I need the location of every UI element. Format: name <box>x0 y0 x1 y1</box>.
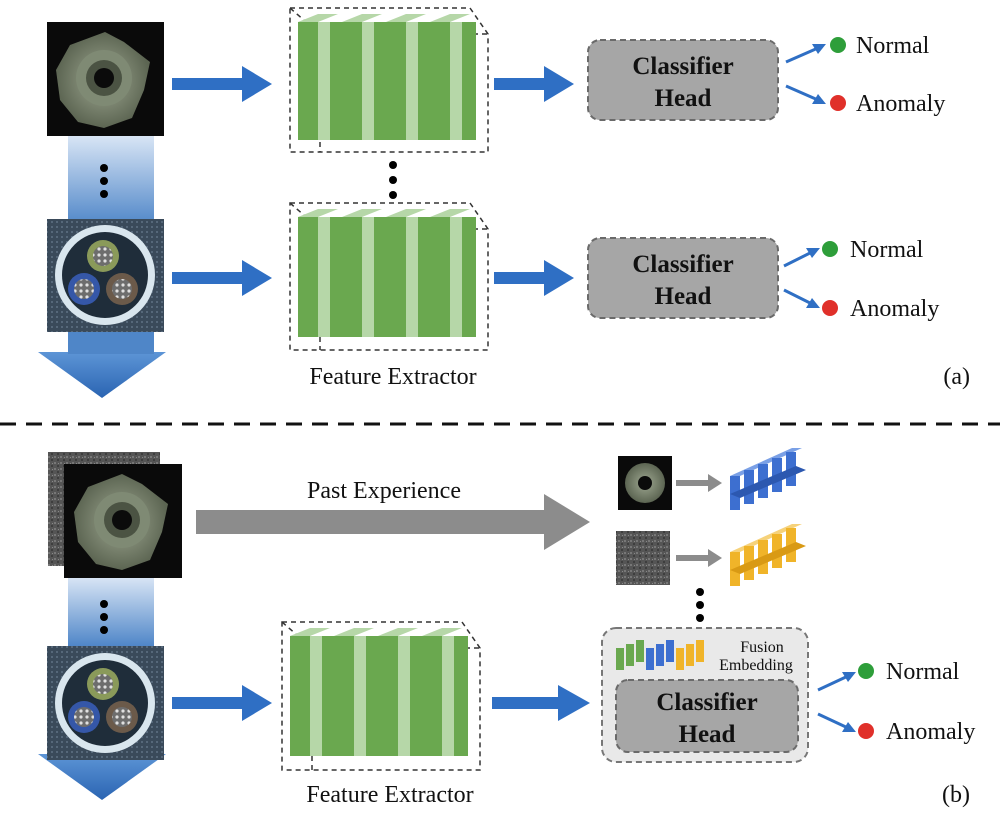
svg-text:Classifier: Classifier <box>632 53 733 80</box>
normal-label: Normal <box>856 33 930 59</box>
svg-text:Classifier: Classifier <box>632 251 733 278</box>
fusion-label-2: Embedding <box>719 657 793 674</box>
output-arrows-2 <box>783 248 820 308</box>
metal-nut-image <box>47 22 164 136</box>
memory-texture-image <box>616 531 670 585</box>
svg-text:Head: Head <box>679 721 736 748</box>
classifier-head-b <box>615 679 799 753</box>
normal-dot <box>858 663 874 679</box>
normal-label: Normal <box>850 237 924 263</box>
memory-arrow-1 <box>676 474 722 492</box>
input-arrow-b <box>172 685 272 721</box>
feature-extractor-label: Feature Extractor <box>306 782 473 808</box>
yellow-embedding-icon <box>730 524 806 586</box>
feature-extractor-1 <box>289 7 489 153</box>
normal-dot <box>822 241 838 257</box>
normal-label: Normal <box>886 659 960 685</box>
panel-tag-a: (a) <box>943 364 970 390</box>
down-progress-arrow <box>38 352 166 398</box>
anomaly-label: Anomaly <box>856 91 945 117</box>
anomaly-dot <box>830 95 846 111</box>
metal-nut-image <box>64 464 182 578</box>
fusion-embedding-icon <box>616 640 704 670</box>
svg-text:Head: Head <box>655 283 712 310</box>
panel-tag-b: (b) <box>942 782 970 808</box>
fusion-classifier-box: Fusion Embedding Classifier Head <box>601 627 809 763</box>
ellipsis-dots <box>389 161 397 199</box>
extractor-to-head-arrow-b <box>492 685 590 721</box>
cable-image <box>47 219 164 332</box>
svg-text:Classifier: Classifier <box>656 689 757 716</box>
memory-nut-image <box>618 456 672 510</box>
normal-dot <box>830 37 846 53</box>
ellipsis-dots <box>100 164 108 198</box>
feature-extractor-2 <box>289 202 489 351</box>
ellipsis-dots <box>100 600 108 634</box>
down-progress-arrow <box>38 754 166 800</box>
past-experience-arrow <box>196 494 590 550</box>
panel-b: Past Experience <box>38 448 975 808</box>
classifier-head-2: Classifier Head <box>587 237 779 319</box>
output-arrows-b <box>817 672 856 732</box>
anomaly-label: Anomaly <box>886 719 975 745</box>
anomaly-dot <box>822 300 838 316</box>
extractor-to-head-arrow-1 <box>494 66 574 102</box>
classifier-head-1: Classifier Head <box>587 39 779 121</box>
output-arrows-1 <box>785 44 826 104</box>
cable-image <box>47 646 164 760</box>
svg-text:Head: Head <box>655 85 712 112</box>
fusion-label-1: Fusion <box>740 639 784 656</box>
input-arrow-1 <box>172 66 272 102</box>
task-sequence-column <box>68 576 154 646</box>
anomaly-label: Anomaly <box>850 296 939 322</box>
past-experience-label: Past Experience <box>307 478 461 504</box>
panel-a: Feature Extractor Classifier Head Classi… <box>38 7 970 398</box>
memory-arrow-2 <box>676 549 722 567</box>
feature-extractor-label: Feature Extractor <box>309 364 476 390</box>
ellipsis-dots <box>696 588 704 622</box>
input-arrow-2 <box>172 260 272 296</box>
feature-extractor-b <box>281 621 481 771</box>
anomaly-dot <box>858 723 874 739</box>
task-sequence-column <box>68 134 154 226</box>
blue-embedding-icon <box>730 448 806 510</box>
extractor-to-head-arrow-2 <box>494 260 574 296</box>
